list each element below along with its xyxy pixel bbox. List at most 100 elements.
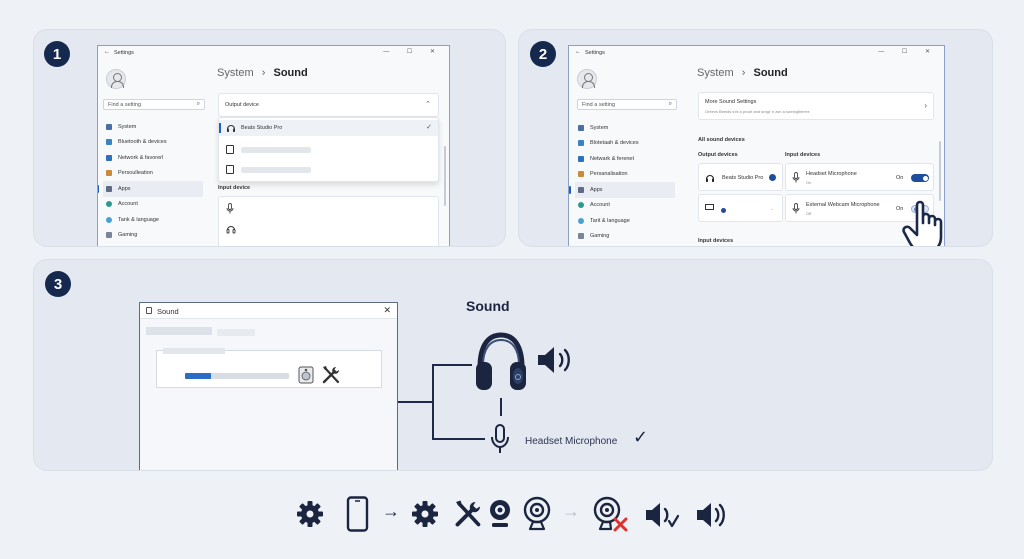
sidebar-item-language[interactable]: Tarit & language [578, 213, 675, 229]
brush-icon [106, 170, 112, 177]
speaker-device-icon [226, 145, 234, 154]
search-icon: ⌕ [668, 101, 672, 107]
sidebar-item-apps[interactable]: Apps [98, 181, 203, 197]
headphones-icon [226, 124, 236, 132]
sidebar-item-network[interactable]: Netwark & ferenet [578, 151, 675, 167]
back-icon[interactable]: ← [575, 49, 581, 55]
window-controls[interactable]: — ☐ ✕ [878, 49, 938, 55]
sidebar-item-network[interactable]: Network & favorerl [106, 150, 203, 166]
webcam-disabled-icon [593, 496, 628, 532]
sidebar-item-bluetooth[interactable]: Bluetooth & devices [106, 135, 203, 151]
output-device-dropdown[interactable]: Output device ⌃ [218, 93, 439, 117]
gamepad-icon [578, 233, 584, 240]
back-icon[interactable]: ← [104, 49, 110, 55]
list-item-headset[interactable] [219, 219, 438, 237]
input-devices-footer: Input devices [698, 238, 734, 244]
tab[interactable] [217, 329, 255, 336]
list-item-beats[interactable]: Beats Studio Pro ✓ [219, 120, 438, 136]
sidebar-item-gaming[interactable]: Gaming [578, 229, 675, 245]
headset-mic-toggle[interactable] [911, 174, 929, 182]
scrollbar[interactable] [444, 146, 446, 206]
sidebar-nav: System Bluetooth & devices Network & fav… [98, 119, 203, 244]
tools-icon[interactable] [321, 365, 341, 385]
brush-icon [578, 171, 584, 178]
step-2-panel: 2 ← Settings — ☐ ✕ Find a setting ⌕ Syst… [518, 29, 993, 247]
level-meter [185, 373, 289, 379]
connector-line [398, 401, 433, 403]
wifi-icon [578, 155, 584, 162]
avatar[interactable] [106, 69, 126, 89]
search-input[interactable]: Find a setting ⌕ [577, 99, 677, 110]
step-1-panel: 1 ← Settings — ☐ ✕ Find a setting ⌕ Syst… [33, 29, 506, 247]
system-icon [106, 123, 112, 130]
window-controls[interactable]: — ☐ ✕ [383, 49, 443, 55]
input-device-headset-mic[interactable]: Headset Microphone On On [785, 163, 934, 191]
sidebar-item-account[interactable]: Account [106, 197, 203, 213]
output-device-list: Beats Studio Pro ✓ [218, 117, 439, 182]
monitor-icon [705, 204, 714, 210]
sidebar-item-personalisation[interactable]: Persanalisation [578, 167, 675, 183]
all-sound-devices-heading: All sound devices [698, 137, 745, 143]
microphone-icon [226, 203, 234, 214]
microphone-icon [792, 172, 800, 183]
sidebar-item-account[interactable]: Account [578, 198, 675, 214]
icon-flow: → → [0, 494, 1024, 534]
checkmark-icon: ✓ [633, 427, 649, 447]
bluetooth-icon [578, 140, 584, 147]
step-badge: 2 [530, 41, 556, 67]
sidebar-item-language[interactable]: Tank & language [106, 212, 203, 228]
webcam-icon [523, 496, 551, 531]
list-item-mic[interactable] [219, 199, 438, 217]
phone-icon [346, 496, 369, 532]
speaker-device-icon [226, 165, 234, 174]
breadcrumb: System › Sound [217, 67, 308, 79]
output-device-monitor[interactable]: ⌄ [698, 194, 783, 222]
input-device-list [218, 196, 439, 246]
sidebar-item-system[interactable]: System [106, 119, 203, 135]
apps-icon [106, 185, 112, 192]
wifi-icon [106, 154, 112, 161]
settings-window: ← Settings — ☐ ✕ Find a setting ⌕ System… [97, 45, 450, 246]
input-device-label: Input device [218, 185, 251, 191]
account-icon [578, 202, 584, 209]
list-item-device[interactable] [219, 140, 438, 158]
avatar[interactable] [577, 69, 597, 89]
close-icon[interactable]: ✕ [383, 305, 391, 315]
title-bar: ← Settings — ☐ ✕ [569, 46, 944, 60]
headphones-icon [476, 332, 526, 390]
window-title: Settings [114, 50, 134, 56]
bluetooth-icon [106, 139, 112, 146]
sidebar-item-apps[interactable]: Apps [569, 182, 675, 198]
microphone-icon [491, 424, 509, 453]
gear-icon [412, 501, 438, 527]
step-badge: 1 [44, 41, 70, 67]
hand-pointer-icon [902, 200, 943, 246]
step-3-panel: 3 Sound ✕ Sound [33, 259, 993, 471]
tools-icon [455, 500, 481, 527]
scrollbar[interactable] [939, 141, 941, 201]
dialog-title-bar: Sound ✕ [140, 303, 397, 319]
diagram-title: Sound [466, 298, 510, 314]
mic-label: Headset Microphone [525, 436, 618, 447]
connector-line [432, 438, 485, 440]
sidebar-item-gaming[interactable]: Gaming [106, 228, 203, 244]
breadcrumb: System › Sound [697, 67, 788, 79]
device-panel [156, 348, 382, 388]
output-device-beats[interactable]: Beats Studio Pro [698, 163, 783, 191]
sidebar-item-personalisation[interactable]: Persoulleation [106, 166, 203, 182]
title-bar: ← Settings — ☐ ✕ [98, 46, 449, 60]
connector-line [500, 398, 502, 416]
sidebar-item-system[interactable]: System [578, 120, 675, 136]
speaker-icon [697, 503, 725, 527]
sidebar-nav: System Blotetaah & devices Netwark & fer… [569, 120, 675, 245]
tab[interactable] [146, 327, 212, 335]
search-input[interactable]: Find a setting ⌕ [103, 99, 205, 110]
settings-window: ← Settings — ☐ ✕ Find a setting ⌕ System… [568, 45, 945, 246]
arrow-right-icon: → [562, 501, 580, 521]
more-sound-settings-link[interactable]: More Sound Settings Oreevs Beeids s'rit … [698, 92, 934, 120]
sidebar-item-bluetooth[interactable]: Blotetaah & devices [578, 136, 675, 152]
speaker-device-icon[interactable] [298, 366, 314, 384]
list-item-device[interactable] [219, 160, 438, 178]
account-icon [106, 201, 112, 208]
chevron-right-icon: › [924, 101, 927, 110]
